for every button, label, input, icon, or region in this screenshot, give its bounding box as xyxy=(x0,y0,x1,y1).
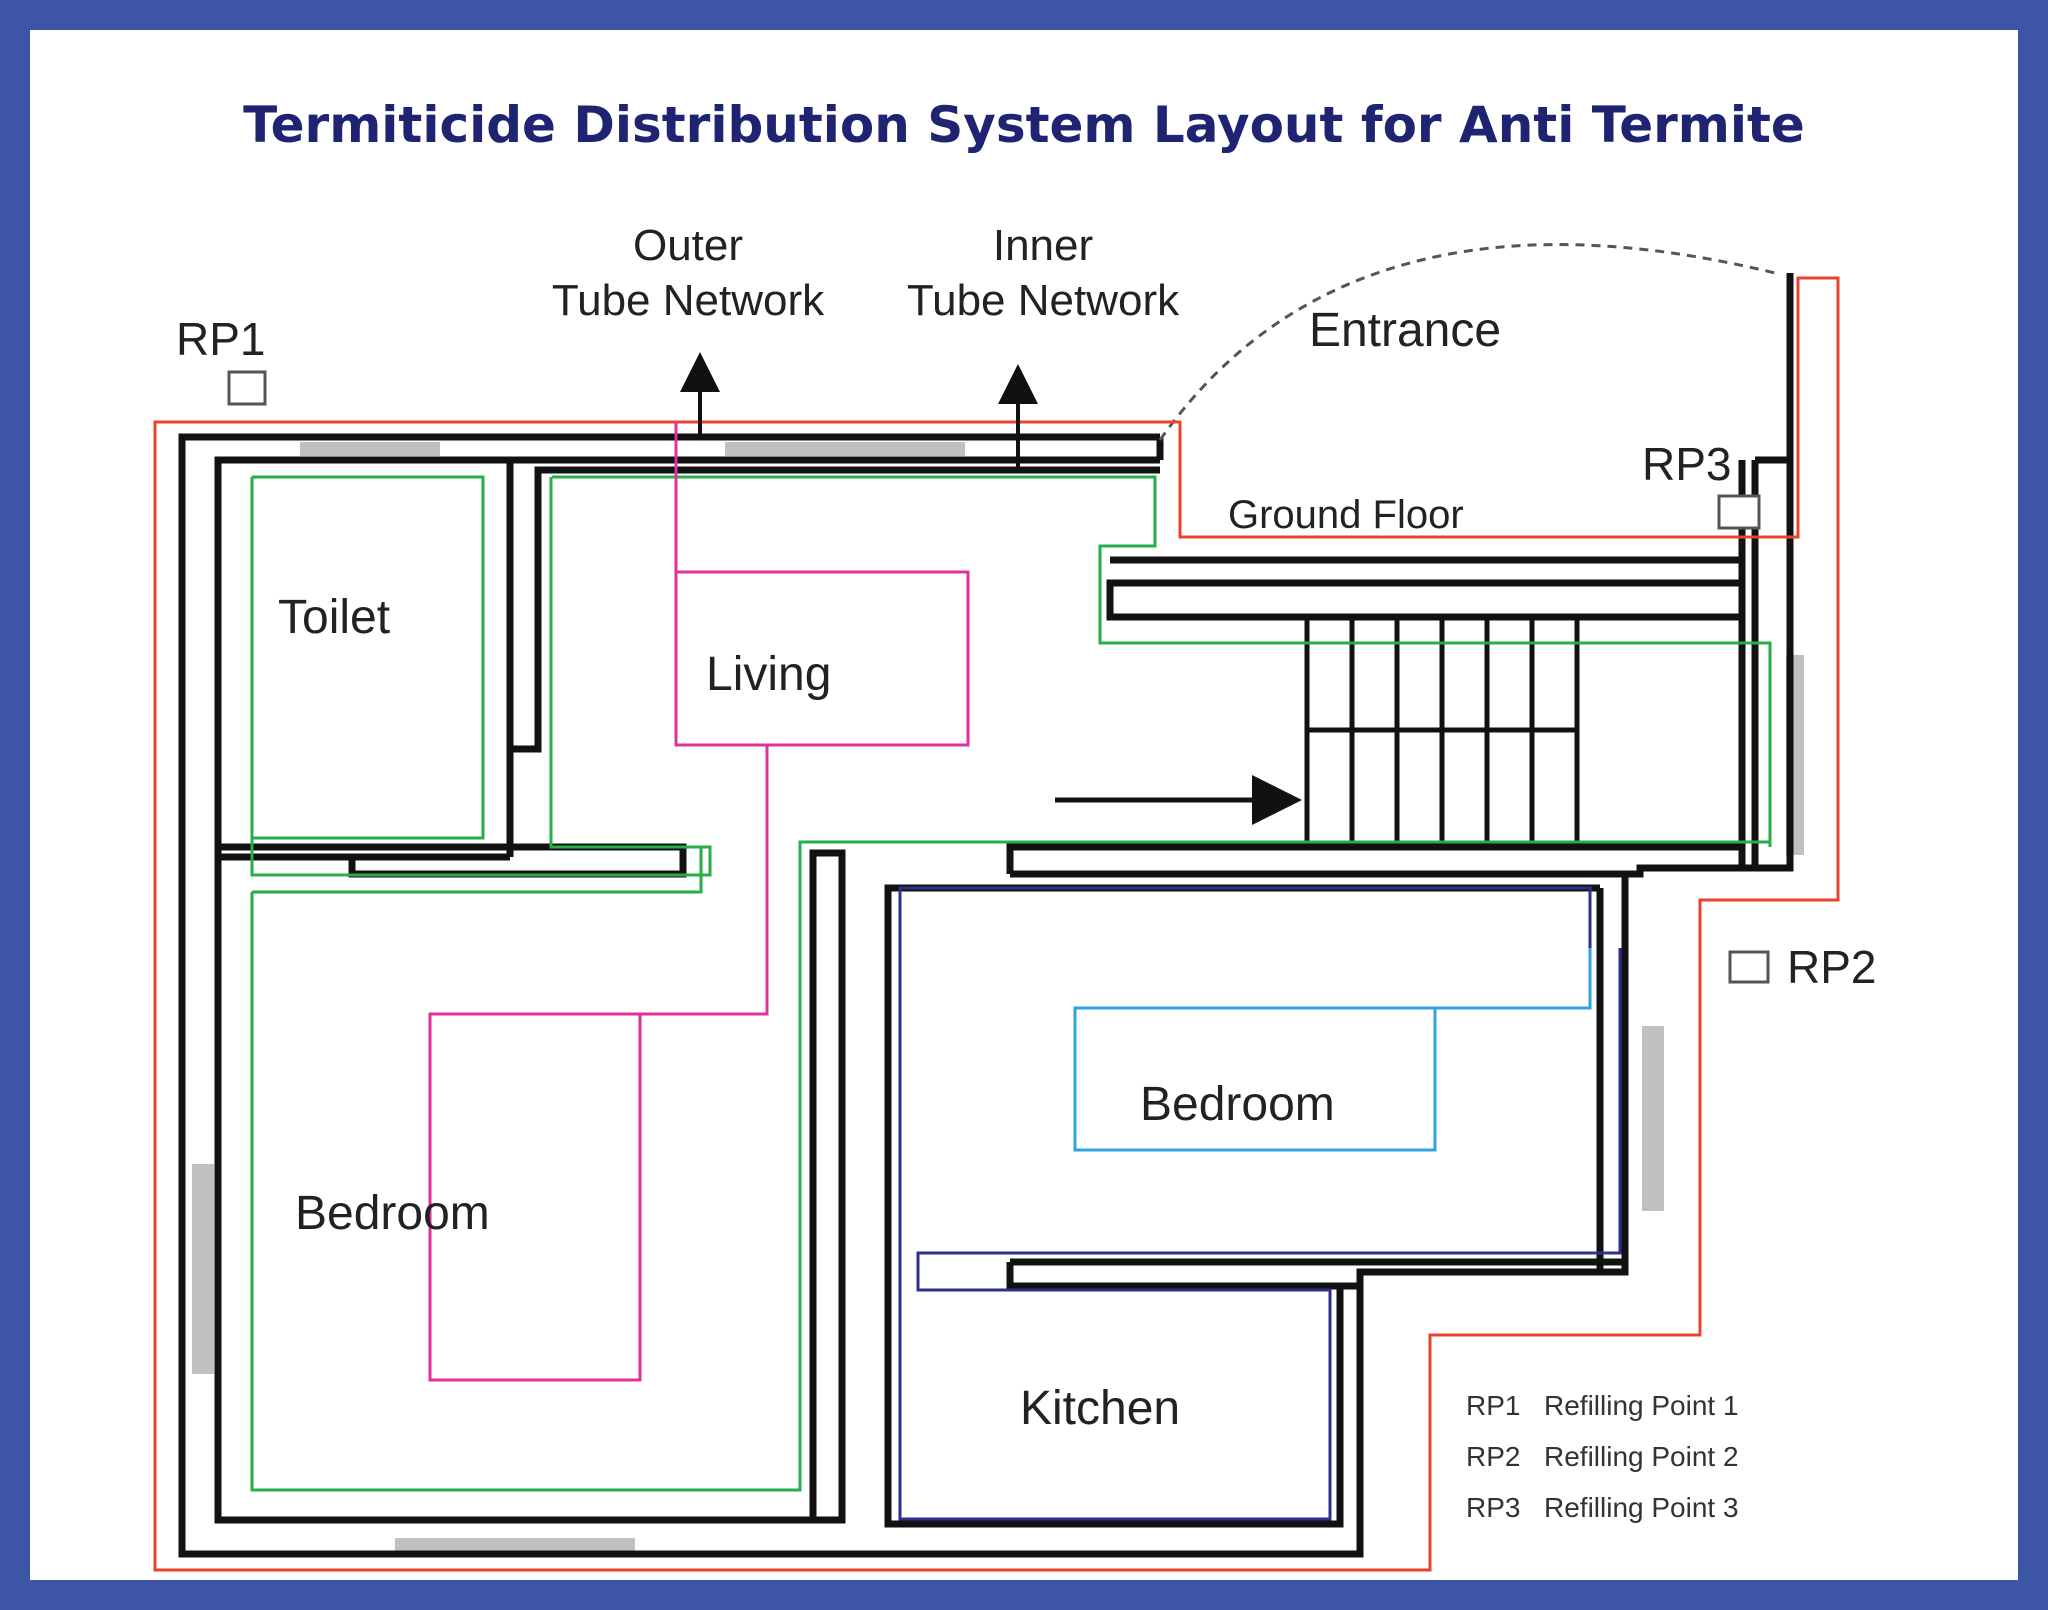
room-label-bedroom-right: Bedroom xyxy=(1140,1078,1335,1131)
legend-code: RP3 xyxy=(1466,1492,1520,1523)
outer-tube-label-1: Outer xyxy=(633,221,743,270)
rp3-box[interactable] xyxy=(1717,494,1761,530)
window-bottom xyxy=(395,1538,635,1554)
window-top-left xyxy=(300,442,440,456)
pink-down xyxy=(428,745,769,1382)
room-label-kitchen: Kitchen xyxy=(1020,1382,1180,1435)
pink-living-loop xyxy=(674,422,970,747)
corridor-wall xyxy=(1006,843,1746,874)
room-label-bedroom-left: Bedroom xyxy=(295,1187,490,1240)
entrance-label: Entrance xyxy=(1309,304,1501,357)
inner-tube-label-1: Inner xyxy=(993,221,1093,270)
green-network xyxy=(250,475,1772,1492)
legend-text: Refilling Point 2 xyxy=(1544,1441,1739,1472)
green-bedroom-left-loop xyxy=(250,840,1770,1492)
kitchen-wall xyxy=(1006,1262,1360,1290)
outer-network xyxy=(153,276,1840,1572)
rp1-label: RP1 xyxy=(176,313,265,365)
room-label-living: Living xyxy=(706,648,831,701)
walls xyxy=(178,273,1794,1558)
inner-tube-label-2: Tube Network xyxy=(907,276,1180,325)
legend: RP1 Refilling Point 1 RP2 Refilling Poin… xyxy=(1466,1390,1739,1523)
diagram-frame: Termiticide Distribution System Layout f… xyxy=(30,30,2018,1580)
openings xyxy=(192,442,1804,1554)
legend-code: RP2 xyxy=(1466,1441,1520,1472)
green-toilet-loop xyxy=(250,475,485,840)
green-living-top xyxy=(552,475,1772,847)
rp3-label: RP3 xyxy=(1642,438,1731,490)
entrance-door-swing xyxy=(1158,243,1776,441)
staircase xyxy=(1304,617,1580,847)
navy-loop xyxy=(898,886,1622,1521)
navy-network xyxy=(898,886,1622,1521)
stair-wall-mid xyxy=(1106,579,1742,621)
outer-tube-loop xyxy=(153,276,1840,1572)
lightblue-bedroom-loop xyxy=(1073,948,1592,1152)
green-left-loop xyxy=(250,477,712,877)
window-top-mid xyxy=(725,442,965,456)
legend-code: RP1 xyxy=(1466,1390,1520,1421)
outer-wall-outer xyxy=(178,273,1794,1558)
outer-wall-inner xyxy=(214,456,1160,1524)
rp2-label: RP2 xyxy=(1787,941,1876,993)
legend-text: Refilling Point 3 xyxy=(1544,1492,1739,1523)
window-right-lower xyxy=(1642,1026,1664,1211)
green-bedroom-left xyxy=(252,847,703,894)
pink-network xyxy=(428,422,970,1382)
window-left xyxy=(192,1164,214,1374)
layout-diagram: Termiticide Distribution System Layout f… xyxy=(153,96,1876,1572)
room-label-toilet: Toilet xyxy=(278,591,390,644)
legend-text: Refilling Point 1 xyxy=(1544,1390,1739,1421)
outer-tube-label-2: Tube Network xyxy=(552,276,825,325)
kitchen-right-inner xyxy=(884,884,1600,1528)
page-title: Termiticide Distribution System Layout f… xyxy=(243,96,1805,154)
toilet-partition xyxy=(506,460,1160,753)
lightblue-network xyxy=(1073,948,1592,1152)
ground-floor-label: Ground Floor xyxy=(1228,493,1464,537)
rp2-box[interactable] xyxy=(1728,950,1770,984)
rp1-box[interactable] xyxy=(227,370,267,406)
